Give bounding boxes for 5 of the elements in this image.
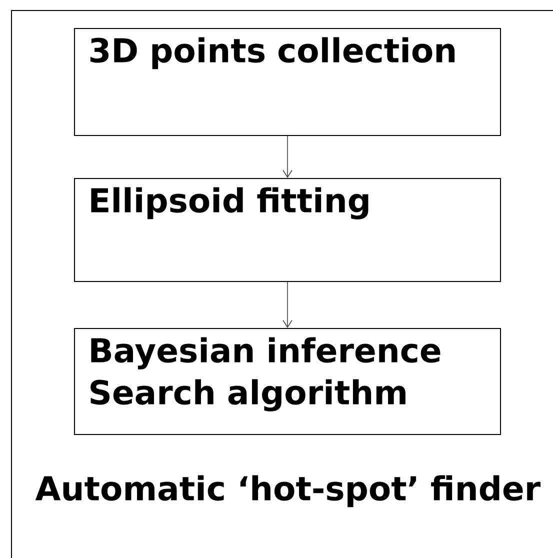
- process-box: Ellipsoid fitting: [74, 178, 501, 282]
- arrow: [282, 282, 292, 328]
- process-box: 3D points collection: [74, 28, 501, 136]
- arrow: [282, 136, 292, 178]
- process-box: Bayesian inference Search algorithm: [74, 328, 501, 435]
